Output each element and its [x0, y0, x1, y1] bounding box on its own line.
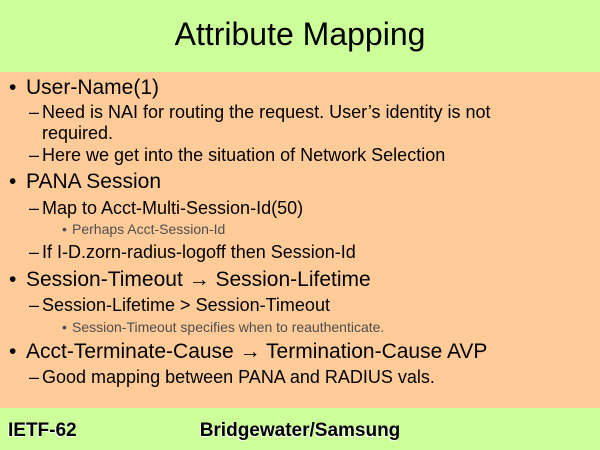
bullet-user-name: • User-Name(1): [9, 75, 160, 101]
footer-conference-label: IETF-62: [8, 420, 77, 441]
subbullet-acct-multi-session: – Map to Acct-Multi-Session-Id(50): [29, 198, 304, 219]
subbullet-zorn-radius-logoff: – If I-D.zorn-radius-logoff then Session…: [29, 242, 356, 263]
bullet-text: User-Name(1): [26, 76, 160, 99]
dash-icon: –: [29, 198, 40, 218]
dash-icon: –: [29, 367, 40, 387]
bullet-text: Good mapping between PANA and RADIUS val…: [42, 367, 435, 387]
subsubbullet-acct-session-id: • Perhaps Acct-Session-Id: [62, 221, 226, 238]
bullet-text: PANA Session: [26, 170, 162, 193]
bullet-icon: •: [9, 76, 17, 99]
subsubbullet-reauthenticate: • Session-Timeout specifies when to reau…: [62, 319, 385, 336]
bullet-text: Session-Timeout specifies when to reauth…: [72, 319, 385, 335]
bullet-icon: •: [9, 340, 17, 363]
bullet-icon: •: [62, 319, 67, 335]
subbullet-nai-routing: – Need is NAI for routing the request. U…: [29, 102, 552, 144]
bullet-icon: •: [9, 170, 17, 193]
bullet-text: Session-Timeout → Session-Lifetime: [26, 268, 371, 291]
bullet-icon: •: [9, 268, 17, 291]
bullet-acct-terminate-cause: • Acct-Terminate-Cause → Termination-Cau…: [9, 339, 488, 365]
bullet-text: If I-D.zorn-radius-logoff then Session-I…: [42, 242, 356, 262]
bullet-text: Here we get into the situation of Networ…: [42, 145, 446, 165]
bullet-session-timeout: • Session-Timeout → Session-Lifetime: [9, 267, 371, 293]
dash-icon: –: [29, 102, 40, 122]
bullet-text: Need is NAI for routing the request. Use…: [42, 102, 491, 143]
dash-icon: –: [29, 295, 40, 315]
dash-icon: –: [29, 145, 40, 165]
bullet-pana-session: • PANA Session: [9, 169, 162, 195]
slide-body: • User-Name(1) – Need is NAI for routing…: [0, 72, 600, 408]
bullet-text: Map to Acct-Multi-Session-Id(50): [42, 198, 304, 218]
subbullet-session-lifetime: – Session-Lifetime > Session-Timeout: [29, 295, 330, 316]
bullet-text: Acct-Terminate-Cause → Termination-Cause…: [26, 340, 488, 363]
dash-icon: –: [29, 242, 40, 262]
subbullet-good-mapping: – Good mapping between PANA and RADIUS v…: [29, 367, 435, 388]
footer-affiliation-label: Bridgewater/Samsung: [199, 420, 401, 441]
bullet-text: Perhaps Acct-Session-Id: [72, 221, 226, 237]
slide-title: Attribute Mapping: [174, 16, 426, 52]
bullet-text: Session-Lifetime > Session-Timeout: [42, 295, 330, 315]
subbullet-network-selection: – Here we get into the situation of Netw…: [29, 145, 446, 166]
bullet-icon: •: [62, 221, 67, 237]
